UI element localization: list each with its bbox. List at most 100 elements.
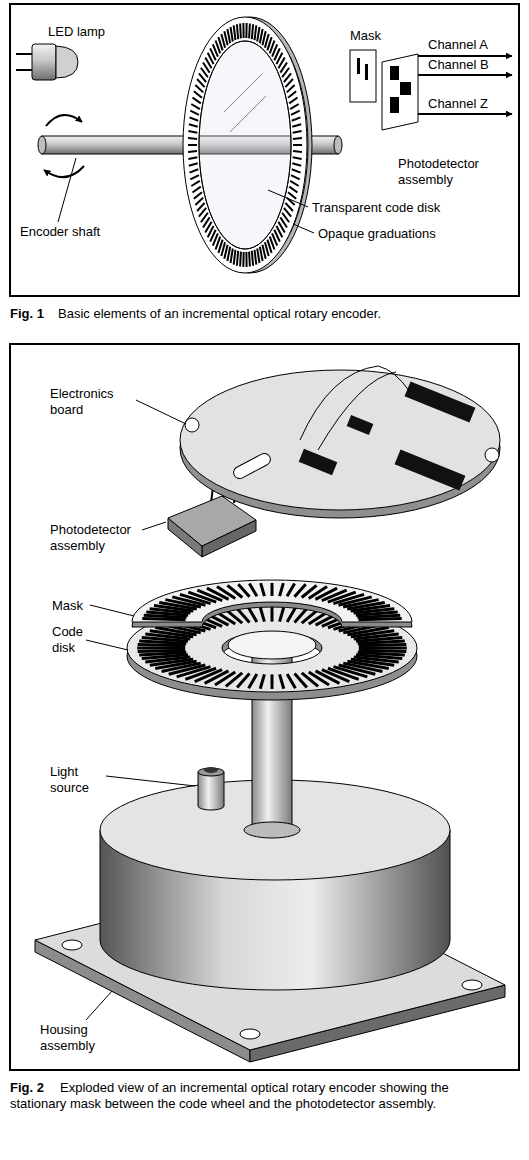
lamp-body (32, 44, 56, 80)
mask-slit (280, 583, 284, 596)
detector-plate (382, 54, 418, 130)
code-slit (249, 608, 257, 622)
disk-hub (228, 631, 316, 659)
graduation-tick (292, 169, 301, 172)
graduation-tick (191, 181, 199, 186)
graduation-tick (293, 144, 302, 146)
graduation-tick (290, 181, 298, 186)
code-slit (271, 607, 274, 622)
leader-line (136, 400, 186, 424)
detector-cell (400, 82, 411, 95)
graduation-tick (260, 247, 263, 261)
mask-face (132, 580, 412, 622)
graduation-tick (237, 251, 238, 266)
graduation-tick (252, 24, 253, 39)
graduation-tick (287, 85, 295, 92)
photodetector-assembly (382, 54, 418, 130)
graduation-tick (262, 245, 265, 259)
graduation-tick (245, 252, 247, 267)
wire (378, 366, 410, 392)
led-lamp (16, 44, 78, 80)
shaft-collar (244, 822, 300, 838)
caption-text: Exploded view of an incremental optical … (10, 1080, 500, 1112)
mask-slit (357, 615, 400, 617)
graduation-tick (293, 131, 302, 133)
wire (318, 372, 396, 450)
code-slit (138, 650, 186, 651)
graduation-tick (227, 29, 230, 43)
code-disk (127, 604, 417, 700)
graduation-tick (188, 144, 197, 146)
graduation-tick (192, 187, 200, 193)
graduation-tick (245, 23, 247, 38)
part-label: Electronics board (50, 386, 132, 418)
graduation-tick (255, 25, 257, 40)
graduation-tick (257, 27, 259, 42)
part-label: Mask (350, 28, 381, 44)
leader-line (90, 605, 134, 616)
mask-slit (271, 583, 274, 596)
graduation-tick (291, 111, 300, 115)
graduation-tick (293, 150, 302, 153)
wire (300, 366, 378, 440)
leader-line (268, 190, 308, 207)
lamp-dome (56, 46, 78, 78)
part-label: Encoder shaft (20, 224, 100, 240)
graduation-tick (289, 187, 297, 193)
source-top (198, 768, 224, 776)
ic-chip (395, 449, 466, 490)
leader-line (142, 522, 166, 530)
graduation-tick (191, 104, 199, 109)
graduation-tick (189, 169, 198, 172)
shaft-end (334, 136, 342, 154)
graduation-tick (188, 150, 197, 153)
detector-cell (390, 97, 399, 113)
code-slit (271, 674, 274, 689)
graduation-tick (192, 98, 200, 104)
rotation-arrow (44, 166, 84, 177)
graduation-tick (242, 252, 244, 267)
code-slit (237, 608, 249, 622)
leader-line (58, 158, 76, 222)
graduation-tick (239, 252, 242, 267)
code-slit (280, 607, 284, 621)
graduation-tick (188, 137, 197, 140)
code-slit (260, 607, 264, 621)
part-label: Mask (52, 598, 83, 614)
code-slit (280, 674, 284, 688)
graduation-tick (231, 248, 233, 263)
graduation-tick (195, 198, 203, 205)
graduation-tick (189, 117, 198, 120)
channel-line (418, 74, 512, 76)
graduation-tick (189, 124, 198, 127)
code-slit (295, 674, 307, 688)
graduation-tick (291, 175, 300, 179)
graduation-tick (234, 25, 236, 40)
light-source (198, 767, 224, 810)
graduation-tick (293, 137, 302, 140)
part-label: LED lamp (48, 24, 105, 40)
source-body (198, 772, 224, 810)
graduation-tick (255, 250, 257, 265)
mask-slit (207, 588, 229, 599)
mask-slit (357, 58, 360, 74)
graduation-tick (197, 203, 205, 211)
caption-text: Basic elements of an incremental optical… (58, 306, 381, 322)
graduation-tick (224, 31, 227, 45)
signal-label: Channel B (428, 57, 489, 73)
figure-frame (10, 4, 519, 296)
graduation-tick (234, 250, 236, 265)
graduation-tick (194, 192, 202, 199)
graduation-tick (194, 91, 202, 98)
graduation-tick (293, 157, 302, 159)
mounting-hole (62, 940, 82, 950)
code-slit (260, 674, 264, 688)
channel-line (418, 55, 512, 57)
leader-line (86, 640, 128, 650)
glare-line (230, 96, 266, 132)
code-slit (359, 650, 407, 651)
mask-slit (287, 584, 295, 597)
code-slit (139, 653, 186, 656)
graduation-tick (292, 124, 301, 127)
disk-rim (183, 17, 307, 273)
